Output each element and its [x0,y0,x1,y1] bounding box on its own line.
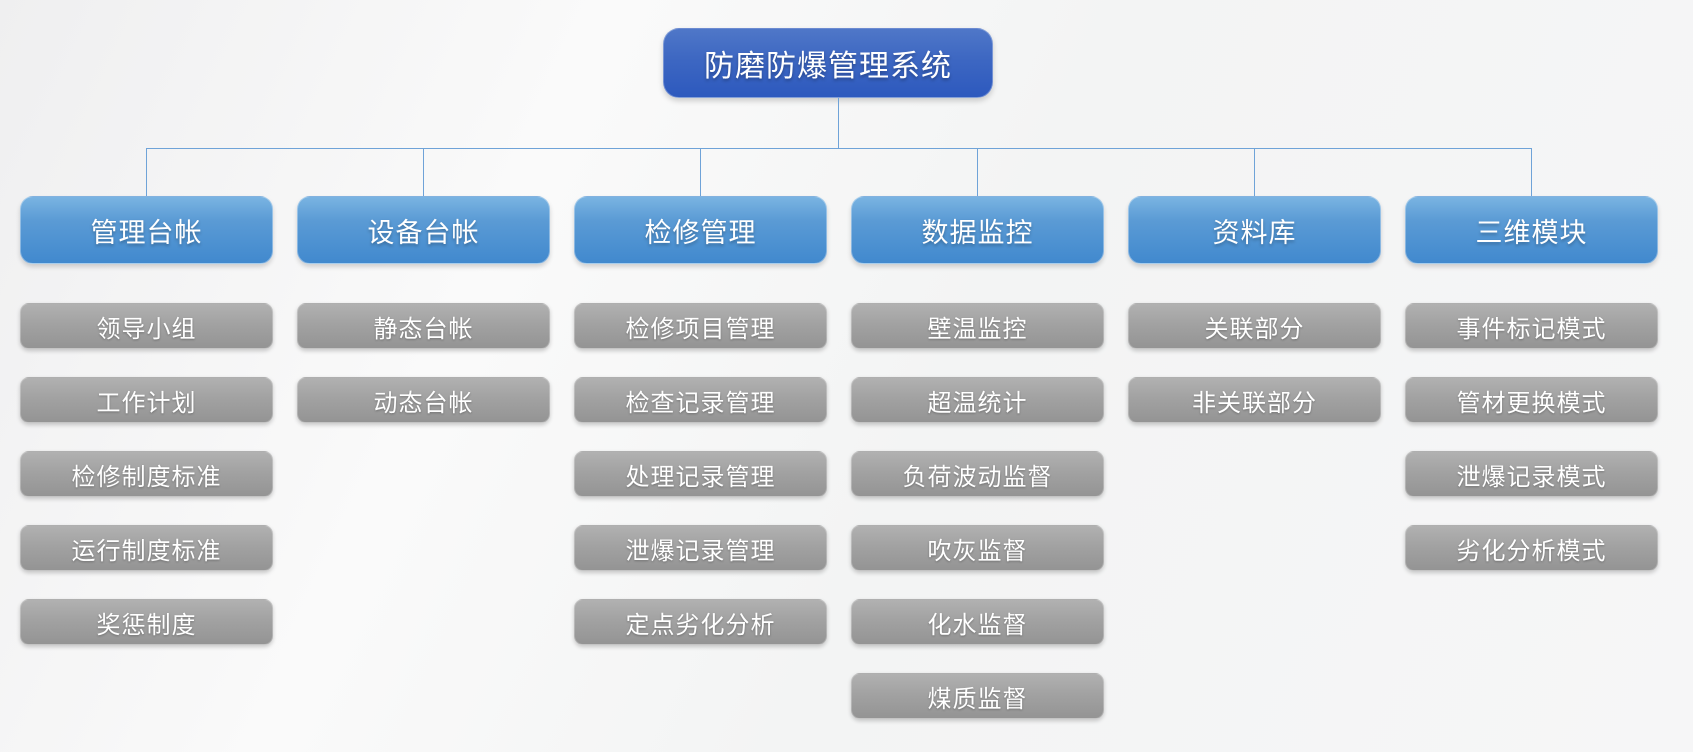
leaf-node: 超温统计 [851,377,1104,423]
leaf-label: 非关联部分 [1192,389,1317,417]
leaf-node: 非关联部分 [1128,377,1381,423]
leaf-node: 管材更换模式 [1405,377,1658,423]
leaf-node: 检修制度标准 [20,451,273,497]
leaf-node: 动态台帐 [297,377,550,423]
leaf-node: 负荷波动监督 [851,451,1104,497]
leaf-node: 劣化分析模式 [1405,525,1658,571]
leaf-label: 吹灰监督 [927,537,1028,565]
connector-drop [700,148,701,196]
leaf-node: 处理记录管理 [574,451,827,497]
leaf-label: 定点劣化分析 [625,611,776,639]
leaf-node: 领导小组 [20,303,273,349]
branch-node: 资料库 [1128,196,1381,264]
leaf-label: 化水监督 [927,611,1028,639]
leaf-node: 泄爆记录管理 [574,525,827,571]
leaf-node: 运行制度标准 [20,525,273,571]
leaf-label: 检修项目管理 [625,315,776,343]
leaf-label: 工作计划 [96,389,197,417]
leaf-label: 动态台帐 [373,389,474,417]
branch-label: 检修管理 [644,217,757,248]
leaf-node: 事件标记模式 [1405,303,1658,349]
leaf-node: 定点劣化分析 [574,599,827,645]
connector-drop [1254,148,1255,196]
leaf-node: 检查记录管理 [574,377,827,423]
leaf-node: 化水监督 [851,599,1104,645]
branch-label: 设备台帐 [367,217,480,248]
leaf-label: 超温统计 [927,389,1028,417]
leaf-node: 静态台帐 [297,303,550,349]
leaf-label: 静态台帐 [373,315,474,343]
leaf-label: 关联部分 [1204,315,1305,343]
branch-node: 管理台帐 [20,196,273,264]
branch-label: 三维模块 [1475,217,1588,248]
connector-drop [146,148,147,196]
branch-node: 设备台帐 [297,196,550,264]
leaf-label: 管材更换模式 [1456,389,1607,417]
leaf-label: 检查记录管理 [625,389,776,417]
leaf-label: 运行制度标准 [71,537,222,565]
leaf-label: 奖惩制度 [96,611,197,639]
branch-node: 检修管理 [574,196,827,264]
connector-stem [838,98,839,148]
connector-drop [423,148,424,196]
branch-label: 管理台帐 [90,217,203,248]
branch-node: 数据监控 [851,196,1104,264]
connector-drop [977,148,978,196]
branch-node: 三维模块 [1405,196,1658,264]
leaf-node: 吹灰监督 [851,525,1104,571]
leaf-label: 负荷波动监督 [902,463,1053,491]
leaf-node: 关联部分 [1128,303,1381,349]
branch-label: 数据监控 [921,217,1034,248]
leaf-label: 劣化分析模式 [1456,537,1607,565]
leaf-label: 处理记录管理 [625,463,776,491]
leaf-node: 壁温监控 [851,303,1104,349]
leaf-label: 领导小组 [96,315,197,343]
leaf-label: 泄爆记录管理 [625,537,776,565]
leaf-node: 工作计划 [20,377,273,423]
leaf-label: 事件标记模式 [1456,315,1607,343]
root-label: 防磨防爆管理系统 [704,50,952,83]
connector-drop [1531,148,1532,196]
leaf-label: 检修制度标准 [71,463,222,491]
root-node: 防磨防爆管理系统 [663,28,993,98]
leaf-label: 煤质监督 [927,685,1028,713]
leaf-label: 壁温监控 [927,315,1028,343]
leaf-node: 泄爆记录模式 [1405,451,1658,497]
branch-label: 资料库 [1212,217,1297,248]
leaf-node: 煤质监督 [851,673,1104,719]
leaf-node: 检修项目管理 [574,303,827,349]
connector-bus [146,148,1532,149]
leaf-label: 泄爆记录模式 [1456,463,1607,491]
leaf-node: 奖惩制度 [20,599,273,645]
